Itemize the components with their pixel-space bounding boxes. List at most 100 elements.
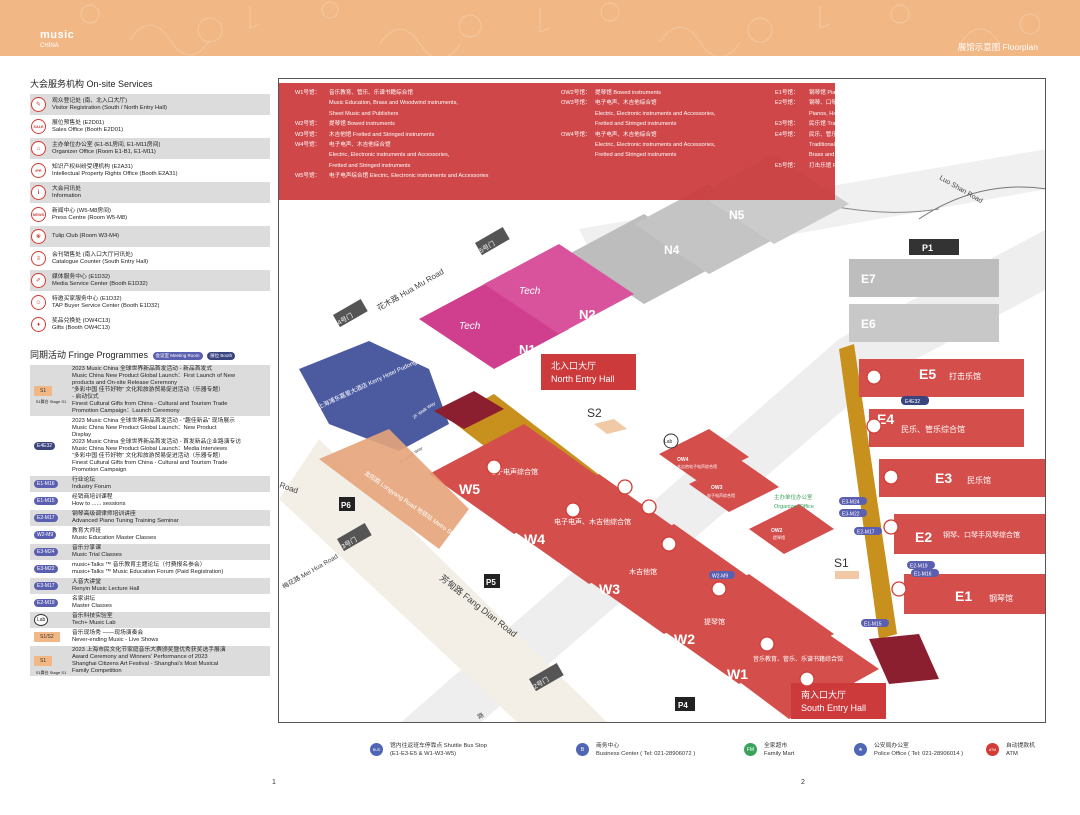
- hall-info-line: Pianos, Harmonicas and Accordions: [775, 109, 906, 119]
- mei-hua-road-label: 梅花路 Mei Hua Road: [281, 551, 340, 590]
- logo-subtext: CHINA: [40, 43, 59, 49]
- fringe-location-tag: S1: [34, 385, 53, 396]
- tap-buyer-icon: ☺: [31, 295, 46, 310]
- hall-info-line: E4号馆：民乐、管乐综合馆: [775, 130, 906, 140]
- fringe-line: Promotion Campaign: [72, 467, 127, 473]
- legend-en: Family Mart: [764, 751, 795, 757]
- hall-e2-name: 钢琴、口琴手风琴综合馆: [943, 530, 1020, 539]
- booth-e3m24-label: E3-M24: [842, 500, 860, 506]
- service-row: ✎观众登记处 (南、北入口大厅)Visitor Registration (So…: [30, 94, 270, 115]
- hall-info-value: Pianos, Harmonicas and Accordions: [809, 110, 899, 117]
- hall-info-value: 提琴馆 Bowed instruments: [595, 90, 661, 96]
- hall-info-key: W2号馆：: [295, 121, 321, 128]
- hall-info-key: E2号馆：: [775, 100, 799, 107]
- family-mart-icon: FM: [744, 743, 757, 756]
- hall-info-value: 木吉他馆 Fretted and Stringed instruments: [329, 131, 435, 138]
- hall-info-line: Electric, Electronic instruments and Acc…: [295, 150, 488, 160]
- hall-e6-label: E6: [861, 317, 876, 331]
- booth-e1m16-label: E1-M16: [914, 572, 932, 578]
- hall-info-value: 提琴馆 Bowed instruments: [329, 121, 395, 128]
- stage-s1-label: S1: [834, 556, 849, 570]
- music-china-logo: music CHINA: [40, 30, 74, 50]
- fringe-location-tag: E2-M17: [34, 514, 58, 522]
- service-text: 奖品兑换处 (OW4C13)Gifts (Booth OW4C13): [52, 318, 110, 332]
- top-banner: music CHINA 展馆示意图 Floorplan: [0, 0, 1080, 56]
- sale-icon: SALE: [31, 119, 46, 134]
- hall-info-line: Brass and Woodwind instruments: [775, 150, 906, 160]
- fringe-line: Tech+ Music Lab: [72, 620, 116, 626]
- fringe-line: Shanghai Citizens Art Festival - Shangha…: [72, 661, 219, 667]
- service-zh: 媒体服务中心 (E1D32): [52, 273, 110, 280]
- service-en: Intellectual Property Rights Office (Boo…: [52, 170, 178, 177]
- hall-info-value: 电子电声、木吉他综合馆: [595, 100, 657, 107]
- organizer-office-icon: ⌂: [31, 141, 46, 156]
- booth-e3m22-label: E3-M22: [842, 512, 860, 518]
- fringe-location-tag: W2-M9: [34, 531, 57, 539]
- service-zh: 大会问讯处: [52, 185, 81, 192]
- hall-w4-name: 电子电声、木吉他综合馆: [554, 517, 631, 526]
- information-icon: i: [31, 185, 46, 200]
- hall-w1-label: W1: [727, 666, 748, 682]
- fringe-line: music+Talks ™ Music Education Forum (Pai…: [72, 569, 224, 575]
- hall-info-value: 钢琴、口琴手风琴综合馆: [809, 100, 871, 107]
- hall-e5-label: E5: [919, 366, 936, 382]
- legend-zh: 自动提款机: [1006, 743, 1035, 749]
- fringe-stage-sub: S1舞台 Stage S1: [35, 669, 67, 675]
- booth-e2m17-label: E2-M17: [857, 530, 875, 536]
- hall-info-line: E1号馆：钢琴馆 Pianos: [775, 88, 906, 98]
- hall-info-line: W2号馆： 提琴馆 Bowed instruments: [295, 119, 488, 129]
- police-office-icon: ★: [854, 743, 867, 756]
- hall-w3-label: W3: [599, 581, 620, 597]
- hall-info-line: W4号馆：电子电声、木吉他综合馆: [295, 140, 488, 150]
- fringe-line: 2023 Music China 全球世界新品首发活动 - “趣佳新品” 现场展…: [72, 418, 235, 424]
- organizer-office-zh: 主办单位办公室: [774, 493, 813, 501]
- hall-e4-label: E4: [877, 411, 894, 427]
- service-row: ☺特邀买家服务中心 (E1D32)TAP Buyer Service Cente…: [30, 292, 270, 313]
- service-row: ❀Tulip Club (Room W3-M4): [30, 226, 270, 247]
- ow-halls: [659, 429, 834, 554]
- hall-info-value: Brass and Woodwind instruments: [809, 152, 893, 159]
- fringe-line: music+Talks ™ 音乐教育主题论坛（付费报名参会）: [72, 562, 206, 568]
- east-walkway: [839, 344, 897, 639]
- west-halls: [429, 424, 879, 719]
- hall-info-key: OW3号馆：: [561, 100, 591, 107]
- fringe-location-tag: E2-M19: [34, 599, 58, 607]
- hall-info-value: 民乐、管乐综合馆: [809, 131, 854, 138]
- fringe-location-tag: E3-M22: [34, 565, 58, 573]
- hall-info-value: Music Education, Brass and Woodwind inst…: [329, 100, 458, 107]
- fringe-line: 2023 Music China 全球世界新品首发活动 - 新品首发式: [72, 366, 213, 372]
- hall-info-key: [295, 98, 329, 108]
- press-centre-icon: NEWS: [31, 207, 46, 222]
- hall-info-line: OW2号馆： 提琴馆 Bowed instruments: [561, 88, 715, 98]
- tulip-club-icon: ❀: [31, 229, 46, 244]
- parking-p4: [675, 697, 695, 711]
- hall-info-line: Fretted and Stringed instruments: [561, 119, 715, 129]
- fringe-line: Industry Forum: [72, 484, 111, 490]
- hall-info-value: Traditional Chinese instruments,: [809, 142, 890, 149]
- hall-ow4-name: 木吉他电子电声综合馆: [677, 463, 717, 469]
- hall-n5-label: N5: [729, 208, 745, 222]
- legend-zh: 全家超市: [764, 743, 788, 749]
- fringe-line: Display: [72, 432, 92, 438]
- floorplan-map: N3 N4 N5 N1 N2 Tech Tech E7 E6 P1 E5 打击乐…: [278, 78, 1046, 723]
- hall-info-line: Fretted and Stringed instruments: [561, 150, 715, 160]
- hall-info-key: OW2号馆：: [561, 90, 591, 96]
- parking-p5-label: P5: [486, 578, 496, 587]
- hall-ow3-label: OW3: [711, 485, 723, 491]
- hall-info-key: [561, 140, 595, 150]
